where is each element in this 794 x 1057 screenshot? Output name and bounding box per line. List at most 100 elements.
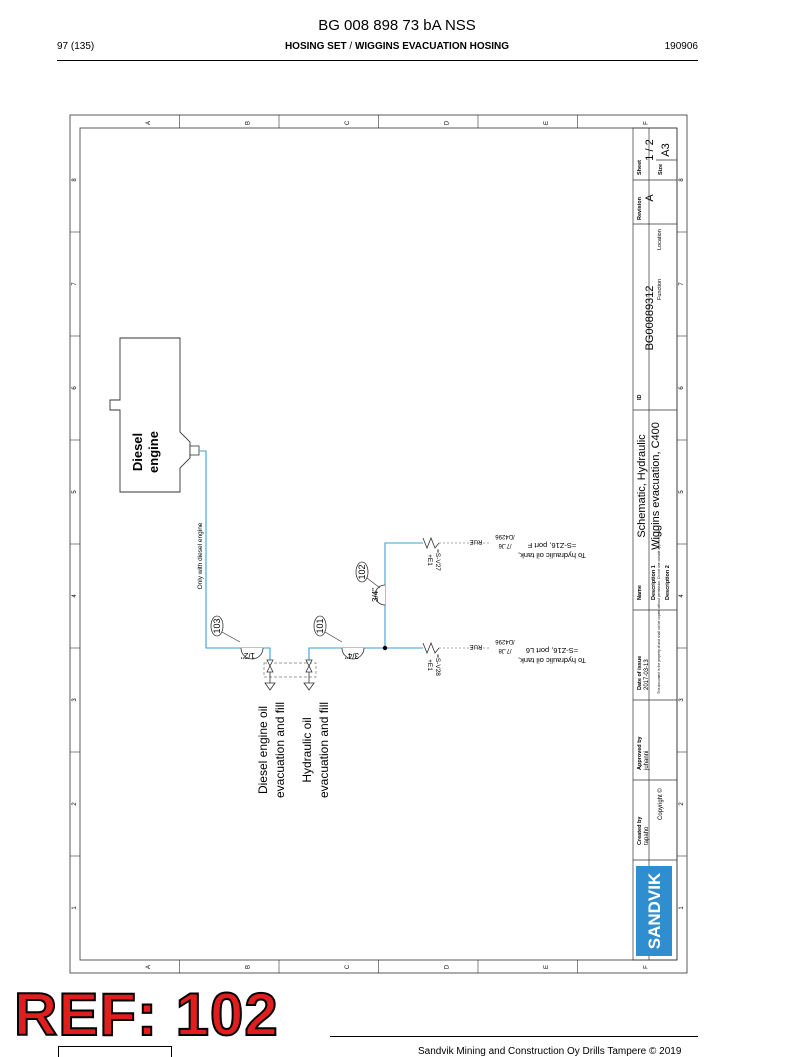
revision-value: A: [644, 194, 656, 202]
border-letter-F: F: [643, 965, 649, 969]
lower-code-2: =S-V28: [434, 654, 441, 676]
diesel-engine-outline: [109, 337, 191, 493]
upper-mark: RUE: [470, 538, 483, 544]
border-letters-top: A B C D E F: [146, 120, 650, 125]
border-letter-A: A: [146, 121, 152, 125]
border-number-6: 6: [72, 386, 78, 390]
hose-lines: [199, 450, 423, 660]
border-number-3: 3: [679, 698, 685, 702]
lower-dest-1: To hydraulic oil tank,: [518, 656, 586, 665]
upper-dest-1: To hydraulic oil tank,: [518, 551, 586, 560]
upper-dest-2: =S-Z16, port F: [527, 541, 576, 550]
lower-code-1: +E1: [426, 659, 433, 671]
ref-stamp: REF: 102: [13, 981, 279, 1048]
check-upper: [422, 536, 440, 550]
check-lower: [422, 641, 440, 655]
hyd-oil-label-2: evacuation and fill: [317, 702, 331, 798]
size-102: 3/4": [371, 588, 380, 602]
border-number-8: 8: [679, 178, 685, 182]
border-number-1: 1: [72, 906, 78, 910]
ref-101-text: 101: [315, 618, 325, 633]
border-number-2: 2: [72, 802, 78, 806]
desc1-label: Description 1: [651, 565, 657, 600]
hyd-oil-label-1: Hydraulic oil: [300, 717, 314, 782]
border-number-8: 8: [72, 178, 78, 182]
border-letter-D: D: [444, 120, 450, 125]
size-value: A3: [660, 143, 672, 156]
border-letter-E: E: [544, 121, 550, 125]
border-number-4: 4: [72, 594, 78, 598]
border-number-7: 7: [679, 282, 685, 286]
junction-dot: [382, 645, 388, 651]
engine-oil-label-1: Diesel engine oil: [256, 706, 270, 794]
engine-label-1: Diesel: [130, 433, 145, 471]
engine-port: [189, 445, 200, 456]
footer-logo: [58, 1046, 172, 1057]
issue-date: 2017-03-13: [644, 659, 650, 690]
border-letter-C: C: [345, 120, 351, 125]
footer-copyright: Sandvik Mining and Construction Oy Drill…: [418, 1046, 682, 1057]
lower-sheet-ref-2: /D4296: [495, 638, 515, 644]
border-ticks: [70, 115, 687, 973]
date-label: Date of issue: [637, 656, 643, 690]
schematic-desc1: Wiggins evacuation, C400: [650, 422, 662, 550]
coupling-101: [303, 659, 315, 691]
desc2-label: Description 2: [665, 565, 671, 600]
created-by-label: Created by: [637, 816, 643, 845]
coupling-box: [263, 662, 317, 678]
document-number: BG 008 898 73 bA NSS: [318, 17, 476, 34]
revision-label: Revision: [637, 196, 643, 220]
engine-oil-label-2: evacuation and fill: [273, 702, 287, 798]
section-a: HOSING SET: [284, 41, 347, 52]
arc-101: [341, 647, 365, 660]
name-label: Name: [637, 585, 643, 600]
schematic-name: Schematic, Hydraulic: [636, 434, 648, 538]
sheet-label: Sheet: [637, 160, 643, 175]
border-letter-D: D: [444, 964, 450, 969]
header-date: 190906: [664, 41, 698, 52]
hose-102: [384, 542, 423, 648]
legal-text: This document is the property of and sha…: [657, 528, 661, 694]
border-number-6: 6: [679, 386, 685, 390]
border-letter-B: B: [245, 121, 251, 125]
border-number-1: 1: [679, 906, 685, 910]
upper-code-1: +E1: [426, 554, 433, 566]
ref-oval-101: 101: [313, 615, 343, 643]
upper-sheet-ref: /7.J6: [498, 542, 512, 548]
ref-102-text: 102: [357, 564, 367, 579]
sheet-inner-frame: [79, 127, 678, 961]
id-label: ID: [637, 394, 643, 400]
arc-103: [240, 647, 264, 660]
border-letter-E: E: [544, 965, 550, 969]
sheet-value: 1 / 2: [644, 139, 656, 160]
border-letter-F: F: [643, 121, 649, 125]
border-number-7: 7: [72, 282, 78, 286]
lower-dest-2: =S-Z16, port L6: [526, 646, 578, 655]
hose-101: [308, 647, 423, 660]
lower-sheet-ref: /7.J8: [498, 647, 512, 653]
engine-label-2: engine: [146, 431, 161, 473]
upper-code-2: =S-V27: [434, 549, 441, 571]
section-separator: /: [346, 41, 355, 52]
border-number-5: 5: [679, 490, 685, 494]
title-block: [632, 127, 678, 961]
border-letter-B: B: [245, 965, 251, 969]
size-label: Size: [658, 164, 664, 175]
document-id: BG00889312: [644, 286, 656, 351]
approved-by-label: Approved by: [637, 735, 643, 770]
sheet-outer-frame: [69, 114, 688, 974]
hose-103: [199, 450, 271, 660]
size-101: 3/4": [345, 651, 359, 660]
size-103: 1/2": [241, 651, 255, 660]
arc-102: [374, 584, 386, 606]
page-counter: 97 (135): [57, 41, 95, 52]
border-letter-C: C: [345, 964, 351, 969]
approved-by: juhanni: [644, 751, 650, 771]
border-number-4: 4: [679, 594, 685, 598]
border-number-5: 5: [72, 490, 78, 494]
location-label: Location: [657, 229, 663, 250]
